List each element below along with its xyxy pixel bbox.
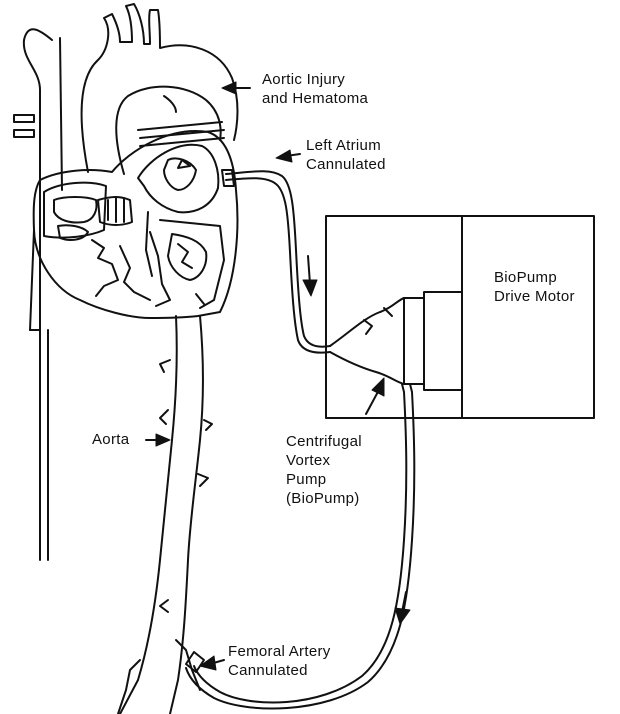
vortex-pump-pointer-head (372, 378, 384, 396)
vena-cava-shape (14, 29, 62, 560)
femoral-artery-line-2: Cannulated (228, 661, 331, 680)
vortex-pump-shape (330, 298, 404, 384)
left-atrium-pointer-head (276, 150, 292, 162)
outflow-arrow-head (395, 608, 410, 624)
left-atrium-line-2: Cannulated (306, 155, 386, 174)
inflow-arrow-head (303, 280, 317, 296)
drive-motor-label: BioPump Drive Motor (494, 268, 575, 306)
vortex-pump-line-4: (BioPump) (286, 489, 362, 508)
left-atrium-line-1: Left Atrium (306, 136, 386, 155)
drive-motor-line-1: BioPump (494, 268, 575, 287)
aortic-injury-line-2: and Hematoma (262, 89, 368, 108)
aorta-pointer-head (156, 434, 170, 446)
vortex-pump-line-3: Pump (286, 470, 362, 489)
drive-motor-box (326, 216, 594, 418)
aortic-arch-shape (82, 4, 238, 174)
aortic-injury-label: Aortic Injury and Hematoma (262, 70, 368, 108)
vortex-pump-line-2: Vortex (286, 451, 362, 470)
left-atrium-label: Left Atrium Cannulated (306, 136, 386, 174)
aortic-injury-pointer-head (222, 82, 236, 94)
inflow-cannula-tube (222, 170, 330, 353)
drive-motor-line-2: Drive Motor (494, 287, 575, 306)
vortex-pump-label: Centrifugal Vortex Pump (BioPump) (286, 432, 362, 508)
vortex-pump-line-1: Centrifugal (286, 432, 362, 451)
femoral-artery-line-1: Femoral Artery (228, 642, 331, 661)
femoral-artery-label: Femoral Artery Cannulated (228, 642, 331, 680)
aortic-injury-line-1: Aortic Injury (262, 70, 368, 89)
aorta-label: Aorta (92, 430, 129, 449)
